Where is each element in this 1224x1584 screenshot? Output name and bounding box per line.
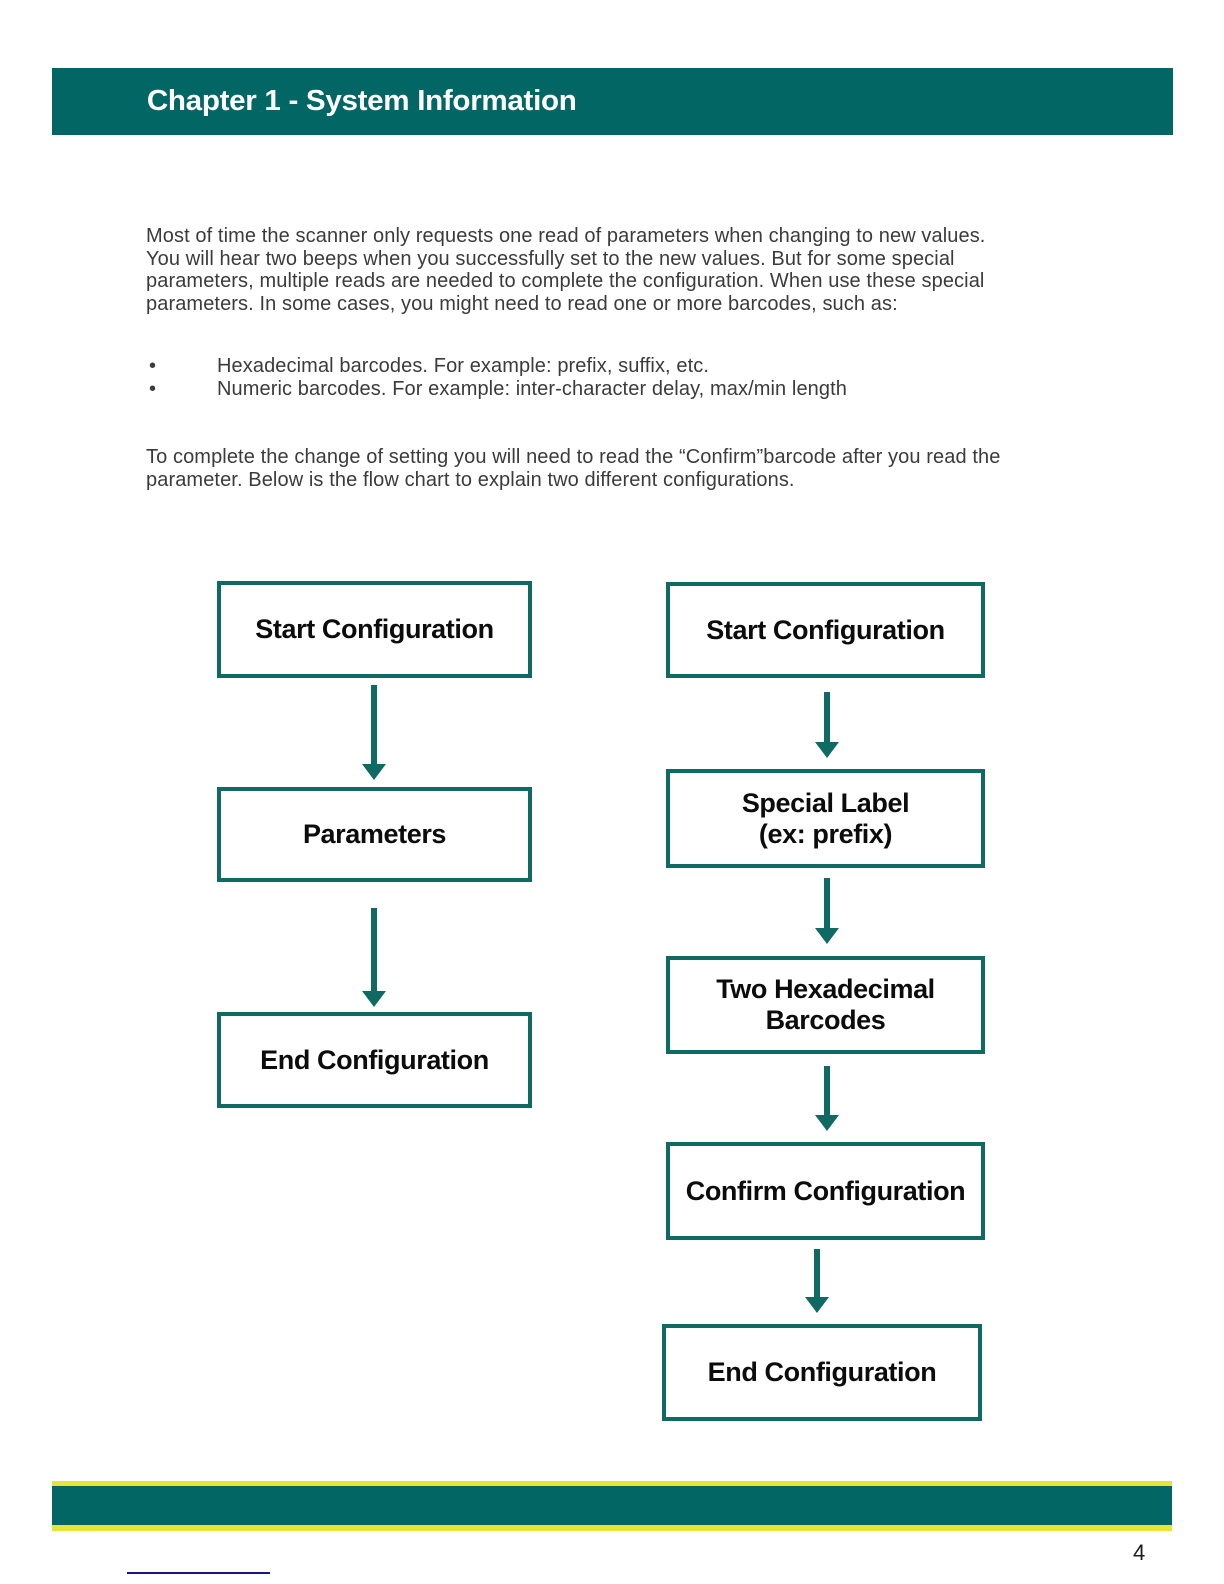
intro-paragraph-line: Most of time the scanner only requests o…	[146, 225, 986, 247]
arrow-head	[362, 991, 386, 1007]
flow-arrow-down-icon	[815, 692, 839, 758]
flow-node-special-label: Special Label (ex: prefix)	[666, 769, 985, 868]
footer-yellow-stripe-bottom	[52, 1525, 1172, 1531]
chapter-title: Chapter 1 - System Information	[146, 85, 577, 117]
flow-node-label: End Configuration	[707, 1357, 937, 1387]
arrow-head	[805, 1297, 829, 1313]
flow-node-end-configuration-left: End Configuration	[217, 1012, 532, 1108]
flow-arrow-down-icon	[362, 685, 386, 780]
arrow-head	[815, 928, 839, 944]
intro-paragraph-line: parameters. In some cases, you might nee…	[146, 292, 898, 315]
flow-node-parameters: Parameters	[217, 787, 532, 882]
flow-node-start-configuration-right: Start Configuration	[666, 582, 985, 678]
flow-node-label: (ex: prefix)	[758, 818, 893, 849]
flow-node-start-configuration-left: Start Configuration	[217, 581, 532, 678]
flow-arrow-down-icon	[815, 1066, 839, 1131]
intro-paragraph-line: You will hear two beeps when you success…	[146, 247, 955, 270]
list-item: • Numeric barcodes. For example: inter-c…	[146, 378, 1136, 401]
flow-node-label: Start Configuration	[255, 614, 494, 644]
flow-node-two-hexadecimal-barcodes: Two Hexadecimal Barcodes	[666, 956, 985, 1054]
flow-node-confirm-configuration: Confirm Configuration	[666, 1142, 985, 1240]
arrow-head	[362, 764, 386, 780]
intro-paragraph: Most of time the scanner only requests o…	[146, 225, 1136, 315]
flow-arrow-down-icon	[805, 1249, 829, 1313]
arrow-stem	[371, 685, 377, 764]
flow-arrow-down-icon	[362, 908, 386, 1007]
flow-node-label: Barcodes	[765, 1005, 886, 1035]
confirm-paragraph: To complete the change of setting you wi…	[146, 446, 1136, 491]
barcode-type-list: • Hexadecimal barcodes. For example: pre…	[146, 355, 1136, 401]
page-number: 4	[1133, 1540, 1146, 1565]
bullet-icon: •	[149, 355, 157, 377]
chapter-header-bar: Chapter 1 - System Information	[52, 68, 1173, 135]
footer-link-underline[interactable]	[127, 1572, 270, 1574]
flow-node-label: End Configuration	[260, 1044, 489, 1075]
intro-paragraph-line: parameters, multiple reads are needed to…	[146, 270, 985, 293]
flow-arrow-down-icon	[815, 878, 839, 944]
arrow-stem	[824, 878, 830, 928]
confirm-paragraph-line: To complete the change of setting you wi…	[146, 446, 1001, 468]
arrow-stem	[824, 692, 830, 742]
flow-node-label: Confirm Configuration	[685, 1175, 966, 1206]
flow-node-end-configuration-right: End Configuration	[662, 1324, 982, 1421]
arrow-head	[815, 1115, 839, 1131]
list-item-text: Numeric barcodes. For example: inter-cha…	[217, 378, 848, 400]
list-item: • Hexadecimal barcodes. For example: pre…	[146, 355, 1136, 378]
flow-node-label: Start Configuration	[706, 614, 945, 645]
flow-node-label: Two Hexadecimal	[716, 974, 935, 1004]
arrow-head	[815, 742, 839, 758]
footer-yellow-stripe-top	[52, 1481, 1172, 1486]
arrow-stem	[371, 908, 377, 991]
arrow-stem	[814, 1249, 820, 1297]
footer-bar	[52, 1481, 1172, 1531]
confirm-paragraph-line: parameter. Below is the flow chart to ex…	[146, 468, 795, 491]
flow-node-label: Parameters	[302, 819, 447, 849]
bullet-icon: •	[149, 378, 157, 400]
list-item-text: Hexadecimal barcodes. For example: prefi…	[217, 355, 710, 377]
arrow-stem	[824, 1066, 830, 1115]
footer-teal-band	[52, 1486, 1172, 1525]
flow-node-label: Special Label	[741, 787, 910, 818]
